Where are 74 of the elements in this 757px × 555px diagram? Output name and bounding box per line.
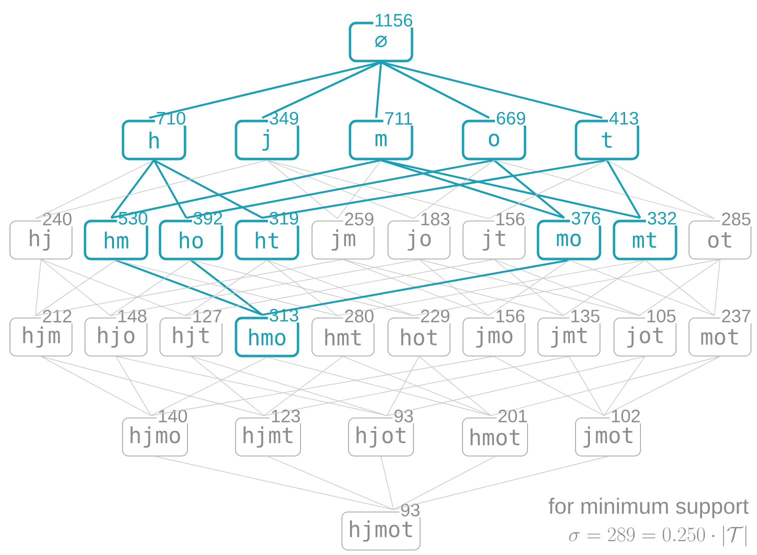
lattice-edge xyxy=(604,356,646,416)
lattice-edge xyxy=(262,259,570,316)
lattice-edge xyxy=(116,356,388,416)
lattice-edge xyxy=(154,456,394,510)
lattice-edge xyxy=(386,356,420,416)
lattice-edge xyxy=(153,160,188,218)
caption-text: $\sigma = 289 = 0.250\cdot|\mathcal{T}|$ xyxy=(569,526,746,546)
lattice-edge xyxy=(264,356,570,416)
lattice-edge xyxy=(40,356,152,416)
lattice-edge xyxy=(386,356,646,416)
lattice-edge xyxy=(393,456,608,510)
lattice-edge xyxy=(190,260,414,316)
lattice-edge xyxy=(111,159,382,219)
caption-text: for minimum support xyxy=(548,498,749,518)
lattice-edge xyxy=(266,260,414,316)
lattice-edge xyxy=(185,259,494,316)
lattice-edge xyxy=(268,456,394,510)
lattice-edge xyxy=(413,160,494,219)
lattice-edge xyxy=(35,160,154,219)
lattice-edge xyxy=(40,356,264,416)
lattice-edge xyxy=(563,260,646,316)
lattice-edge xyxy=(35,259,344,316)
lattice-edge xyxy=(190,356,264,416)
lattice-edge xyxy=(606,160,642,218)
lattice-edge xyxy=(342,259,564,316)
lattice-edge xyxy=(380,159,564,219)
lattice-edge xyxy=(375,62,382,118)
lattice-edge xyxy=(714,259,720,316)
lattice-edge xyxy=(418,259,640,316)
lattice-edge xyxy=(262,61,382,119)
lattice-edge xyxy=(150,356,494,416)
lattice-edge xyxy=(418,259,489,316)
lattice-edge xyxy=(393,456,496,510)
lattice-edge xyxy=(264,356,344,416)
lattice-edge xyxy=(190,356,388,416)
lattice-edge xyxy=(266,160,338,219)
lattice-edge xyxy=(150,356,268,416)
lattice-edge xyxy=(116,356,152,416)
lattice-edge xyxy=(418,356,492,416)
lattice-edge xyxy=(380,456,394,510)
lattice-edge xyxy=(35,259,42,316)
lattice-edge xyxy=(110,160,155,218)
lattice-edge xyxy=(488,160,608,219)
lattice-edge xyxy=(493,159,565,219)
lattice-edge xyxy=(494,259,640,316)
lattice-edge xyxy=(116,260,338,316)
lattice-edge xyxy=(262,159,608,219)
lattice-edge xyxy=(186,159,494,219)
lattice-edge xyxy=(413,259,720,316)
lattice-edge xyxy=(568,260,715,316)
lattice-edge xyxy=(380,159,640,219)
lattice-edge xyxy=(494,356,604,416)
lattice-edge xyxy=(148,61,382,119)
lattice-edge xyxy=(342,259,489,316)
lattice-edge xyxy=(110,259,420,316)
lattice-edge xyxy=(380,61,602,119)
lattice-edge xyxy=(494,160,715,219)
lattice-edge xyxy=(266,160,414,219)
lattice-edge xyxy=(110,260,192,316)
lattice-edge xyxy=(35,160,268,219)
lattice-edge xyxy=(606,160,715,219)
lattice-edge xyxy=(337,160,382,219)
lattice-edge xyxy=(266,160,489,219)
lattice-edge xyxy=(337,260,646,316)
lattice-edge xyxy=(380,61,490,119)
lattice-edge xyxy=(154,159,263,219)
lattice-edge xyxy=(40,259,186,316)
lattice-edge xyxy=(342,356,492,416)
lattice-edge xyxy=(266,356,492,416)
lattice-edge xyxy=(490,356,720,416)
lattice-edge xyxy=(568,356,604,416)
lattice-edge xyxy=(266,260,338,316)
lattice-edge xyxy=(116,259,263,316)
lattice-edge xyxy=(604,356,720,416)
